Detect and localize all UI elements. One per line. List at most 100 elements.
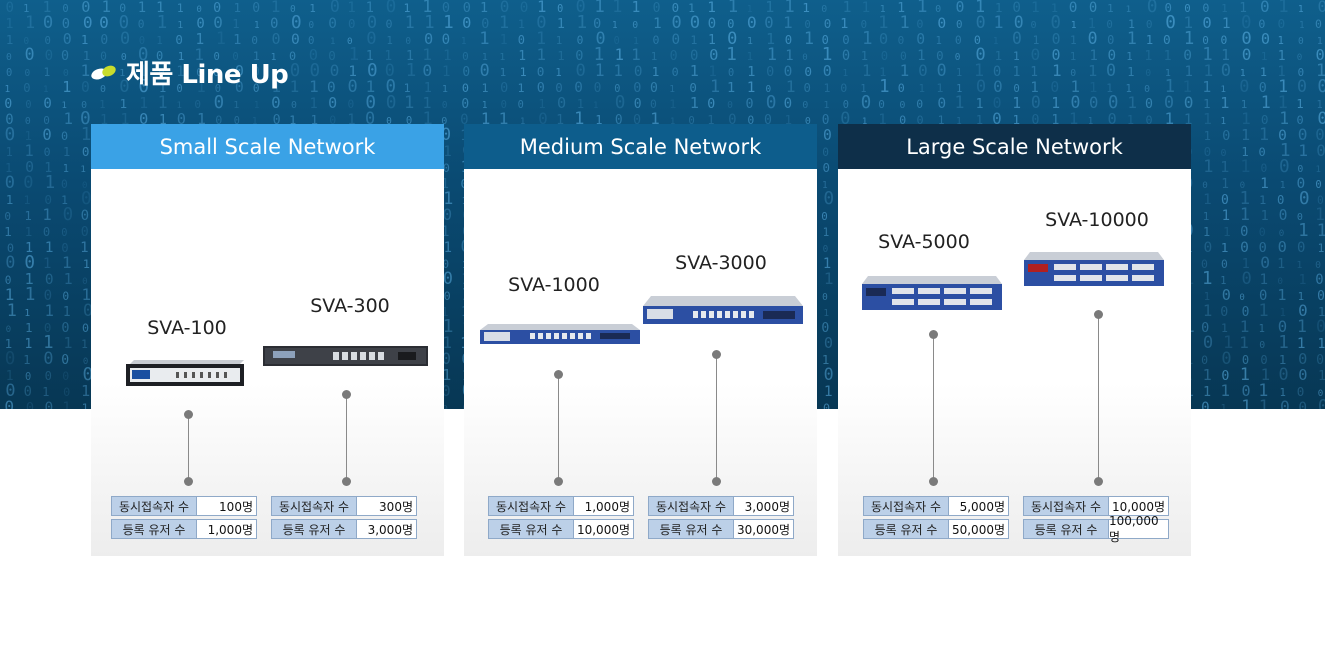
svg-text:0: 0 <box>615 113 623 128</box>
svg-text:1: 1 <box>197 110 206 128</box>
svg-text:1: 1 <box>824 81 831 95</box>
svg-text:0: 0 <box>61 49 69 64</box>
svg-text:1: 1 <box>993 36 999 47</box>
svg-text:0: 0 <box>24 36 30 47</box>
svg-text:0: 0 <box>1316 141 1325 160</box>
svg-text:0: 0 <box>1298 366 1307 384</box>
svg-text:0: 0 <box>1317 0 1325 16</box>
svg-text:0: 0 <box>1316 46 1325 64</box>
svg-text:1: 1 <box>1182 77 1192 96</box>
svg-text:1: 1 <box>1261 93 1271 112</box>
svg-text:1: 1 <box>784 0 794 17</box>
svg-text:0: 0 <box>821 210 828 223</box>
svg-text:0: 0 <box>746 97 754 112</box>
spec-label: 등록 유저 수 <box>272 520 357 538</box>
svg-text:0: 0 <box>5 253 15 272</box>
svg-text:1: 1 <box>1239 189 1250 209</box>
svg-text:0: 0 <box>5 380 15 400</box>
svg-text:1: 1 <box>43 256 52 272</box>
svg-text:0: 0 <box>1298 400 1307 409</box>
svg-text:1: 1 <box>576 12 587 33</box>
svg-text:0: 0 <box>805 116 811 127</box>
svg-text:1: 1 <box>613 61 622 80</box>
svg-text:1: 1 <box>1298 141 1308 160</box>
spec-label: 동시접속자 수 <box>1024 497 1109 515</box>
svg-text:1: 1 <box>443 189 453 208</box>
svg-text:1: 1 <box>1279 352 1287 367</box>
svg-text:0: 0 <box>61 129 68 143</box>
svg-text:1: 1 <box>520 65 527 79</box>
svg-text:1: 1 <box>1278 93 1288 113</box>
svg-text:0: 0 <box>709 46 718 64</box>
svg-text:1: 1 <box>879 77 889 97</box>
svg-text:0: 0 <box>327 80 336 96</box>
svg-text:0: 0 <box>537 64 545 79</box>
svg-text:1: 1 <box>1202 269 1212 289</box>
svg-text:0: 0 <box>577 34 584 47</box>
svg-text:0: 0 <box>1318 397 1325 409</box>
svg-text:0: 0 <box>1071 93 1081 112</box>
svg-text:0: 0 <box>935 4 941 15</box>
svg-text:1: 1 <box>917 0 928 17</box>
svg-text:1: 1 <box>900 61 910 80</box>
svg-text:0: 0 <box>196 5 202 15</box>
svg-text:1: 1 <box>1221 177 1229 192</box>
connector-dot <box>929 477 938 486</box>
svg-text:1: 1 <box>1318 369 1325 384</box>
svg-text:0: 0 <box>1259 81 1267 96</box>
svg-text:0: 0 <box>386 116 392 127</box>
svg-text:0: 0 <box>881 49 888 63</box>
svg-text:0: 0 <box>63 68 69 79</box>
svg-text:0: 0 <box>557 4 563 15</box>
svg-text:0: 0 <box>1239 76 1249 96</box>
svg-text:1: 1 <box>727 80 735 96</box>
svg-text:1: 1 <box>1013 112 1021 127</box>
svg-text:0: 0 <box>1315 125 1324 144</box>
connector-dot <box>342 477 351 486</box>
svg-text:0: 0 <box>1088 29 1098 48</box>
svg-text:0: 0 <box>1241 269 1251 289</box>
svg-text:0: 0 <box>520 0 529 16</box>
connector-line <box>1098 314 1099 481</box>
svg-text:1: 1 <box>5 285 15 304</box>
svg-text:0: 0 <box>747 113 754 127</box>
svg-text:1: 1 <box>747 4 753 15</box>
svg-text:0: 0 <box>975 45 985 65</box>
svg-text:0: 0 <box>81 188 92 209</box>
svg-text:0: 0 <box>442 350 451 368</box>
svg-text:1: 1 <box>1090 48 1098 64</box>
svg-text:1: 1 <box>1221 2 1227 15</box>
svg-text:0: 0 <box>614 36 620 47</box>
svg-text:0: 0 <box>898 34 905 47</box>
svg-text:0: 0 <box>80 108 91 129</box>
svg-text:0: 0 <box>1107 48 1116 64</box>
svg-text:1: 1 <box>766 30 775 48</box>
svg-text:1: 1 <box>481 109 490 128</box>
svg-text:1: 1 <box>1241 144 1249 159</box>
svg-text:0: 0 <box>213 66 220 79</box>
svg-text:1: 1 <box>404 93 414 113</box>
svg-text:0: 0 <box>1165 0 1172 15</box>
svg-text:1: 1 <box>61 194 68 207</box>
svg-text:0: 0 <box>1183 47 1192 64</box>
svg-text:0: 0 <box>804 64 812 79</box>
svg-text:1: 1 <box>1221 241 1229 256</box>
svg-text:1: 1 <box>747 64 755 80</box>
svg-text:0: 0 <box>5 349 16 369</box>
svg-text:0: 0 <box>62 290 69 303</box>
svg-text:0: 0 <box>1298 66 1304 79</box>
svg-text:1: 1 <box>1127 113 1134 127</box>
svg-text:0: 0 <box>5 274 12 287</box>
connector-dot <box>184 477 193 486</box>
svg-text:0: 0 <box>6 67 12 79</box>
svg-text:1: 1 <box>862 117 867 127</box>
svg-text:1: 1 <box>253 49 260 63</box>
svg-text:1: 1 <box>64 270 73 288</box>
svg-text:0: 0 <box>1317 194 1324 207</box>
svg-text:0: 0 <box>330 61 340 80</box>
svg-text:0: 0 <box>1089 94 1098 112</box>
svg-text:0: 0 <box>898 81 905 95</box>
svg-text:1: 1 <box>233 100 239 111</box>
svg-text:0: 0 <box>1222 128 1230 144</box>
svg-text:0: 0 <box>1106 61 1116 80</box>
